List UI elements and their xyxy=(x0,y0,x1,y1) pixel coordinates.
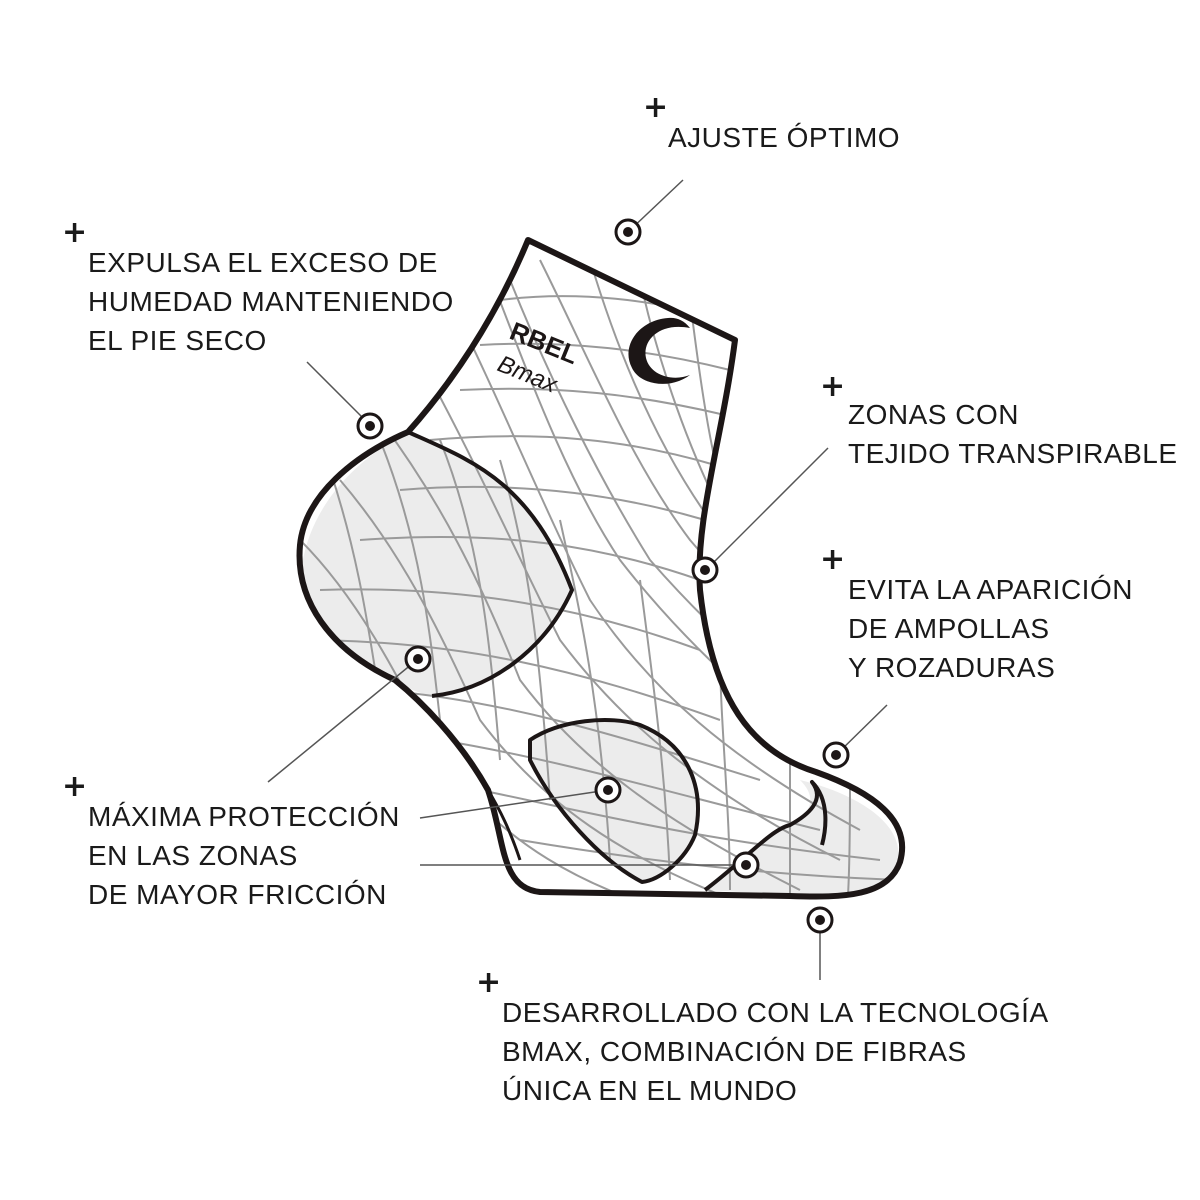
callout-bmax: DESARROLLADO CON LA TECNOLOGÍA BMAX, COM… xyxy=(502,993,1049,1110)
callout-ampollas: EVITA LA APARICIÓN DE AMPOLLAS Y ROZADUR… xyxy=(848,570,1133,687)
plus-icon: + xyxy=(643,90,669,125)
plus-icon: + xyxy=(62,215,88,250)
plus-icon: + xyxy=(820,542,846,577)
callout-humedad: EXPULSA EL EXCESO DE HUMEDAD MANTENIENDO… xyxy=(88,243,454,360)
callout-line: DE MAYOR FRICCIÓN xyxy=(88,879,387,910)
callout-line: MÁXIMA PROTECCIÓN xyxy=(88,801,400,832)
callout-line: DE AMPOLLAS xyxy=(848,613,1050,644)
callout-line: Y ROZADURAS xyxy=(848,652,1056,683)
callout-line: ZONAS CON xyxy=(848,399,1019,430)
callout-ajuste: AJUSTE ÓPTIMO xyxy=(668,118,900,157)
callout-line: HUMEDAD MANTENIENDO xyxy=(88,286,454,317)
plus-icon: + xyxy=(476,965,502,1000)
callout-line: EXPULSA EL EXCESO DE xyxy=(88,247,438,278)
callout-line: EN LAS ZONAS xyxy=(88,840,298,871)
marker-transpirable xyxy=(691,556,719,584)
plus-icon: + xyxy=(62,769,88,804)
leader-lines xyxy=(267,179,888,980)
callout-line: DESARROLLADO CON LA TECNOLOGÍA xyxy=(502,997,1049,1028)
sole-pad-outline xyxy=(528,718,700,884)
callout-line: EVITA LA APARICIÓN xyxy=(848,574,1133,605)
callout-line: AJUSTE ÓPTIMO xyxy=(668,122,901,153)
marker-toe xyxy=(732,851,760,879)
callout-transpirable: ZONAS CON TEJIDO TRANSPIRABLE xyxy=(848,395,1178,473)
callout-line: TEJIDO TRANSPIRABLE xyxy=(848,438,1178,469)
callout-proteccion: MÁXIMA PROTECCIÓN EN LAS ZONAS DE MAYOR … xyxy=(88,797,400,914)
callout-line: ÚNICA EN EL MUNDO xyxy=(502,1075,798,1106)
sock-outline xyxy=(296,237,905,900)
marker-bmax xyxy=(806,906,834,934)
marker-heel xyxy=(404,645,432,673)
plus-icon: + xyxy=(820,369,846,404)
marker-humedad xyxy=(356,412,384,440)
marker-ampollas xyxy=(822,741,850,769)
callout-line: EL PIE SECO xyxy=(88,325,267,356)
callout-markers xyxy=(356,218,850,934)
marker-sole-pad xyxy=(594,776,622,804)
marker-ajuste xyxy=(614,218,642,246)
crescent-logo-icon xyxy=(628,317,690,384)
callout-line: BMAX, COMBINACIÓN DE FIBRAS xyxy=(502,1036,967,1067)
heel-outline xyxy=(407,430,574,698)
